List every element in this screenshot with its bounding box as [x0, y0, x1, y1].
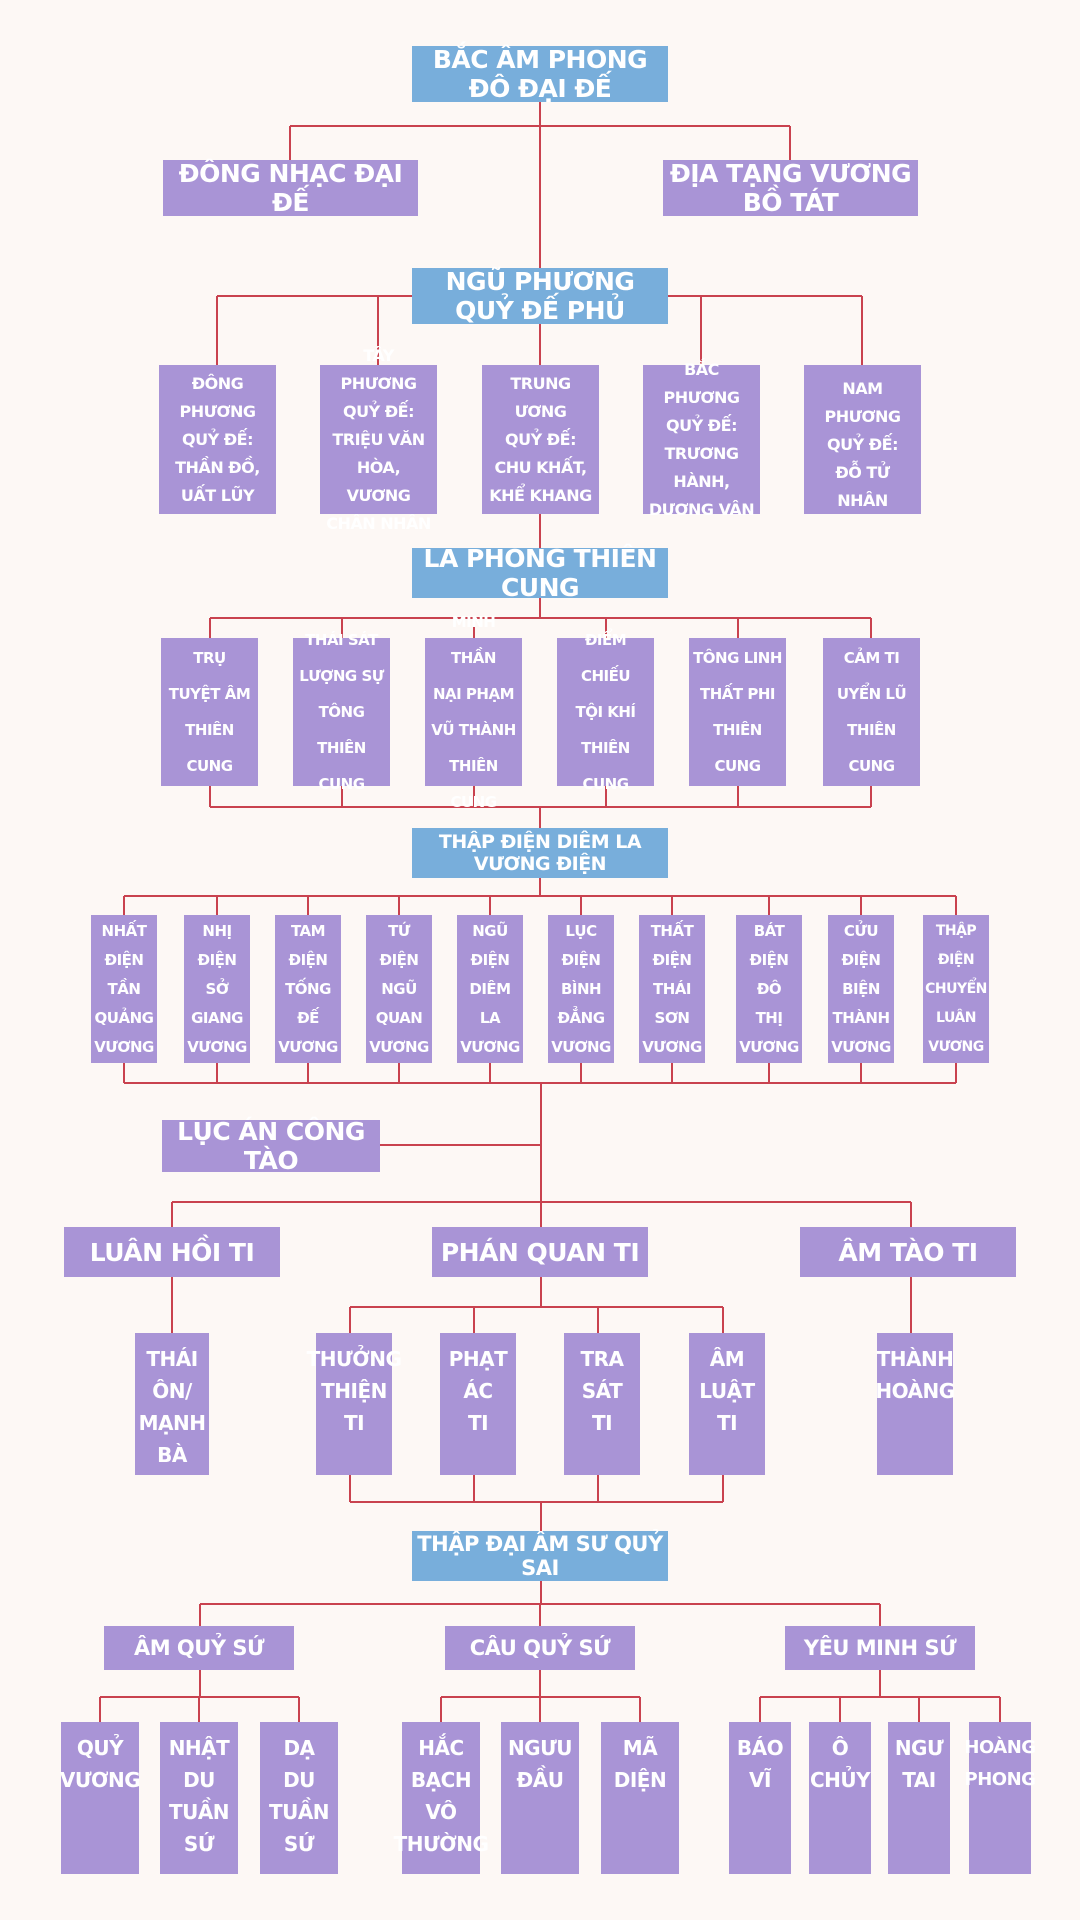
node-quy-de-nam: NAM PHƯƠNG QUỶ ĐẾ: ĐỖ TỬ NHÂN	[804, 365, 921, 514]
line-am-quy-children	[99, 1670, 300, 1722]
node-hac-bach: HẮC BẠCH VÔ THƯỜNG	[394, 1722, 489, 1874]
line-thap-dai-branch	[199, 1581, 881, 1626]
line-thap-dien-bottom	[123, 1063, 957, 1084]
node-quy-de-tay: TÂY PHƯƠNG QUỶ ĐẾ: TRIỆU VĂN HÒA, VƯƠNG …	[320, 346, 437, 533]
node-quy-de-trung: TRUNG ƯƠNG QUỶ ĐẾ: CHU KHẤT, KHỂ KHANG	[482, 365, 599, 514]
node-thai-on: THÁI ÔN/ MẠNH BÀ	[135, 1333, 209, 1475]
node-thap-dien: THẬP ĐIỆN DIÊM LA VƯƠNG ĐIỆN	[412, 828, 668, 878]
node-dong-nhac: ĐÔNG NHẠC ĐẠI ĐẾ	[163, 159, 418, 217]
line-la-phong-bottom	[209, 786, 872, 828]
node-thien-cung-6: CẢM TI UYỂN LŨ THIÊN CUNG	[823, 638, 920, 786]
node-dien-2: NHỊ ĐIỆN SỞ GIANG VƯƠNG	[184, 915, 250, 1063]
line-phan-quan-children-bottom	[349, 1475, 724, 1531]
node-ngu-phuong: NGŨ PHƯƠNG QUỶ ĐẾ PHỦ	[412, 267, 668, 325]
node-dia-tang: ĐỊA TẠNG VƯƠNG BỒ TÁT	[663, 159, 918, 217]
node-yeu-minh-su: YÊU MINH SỨ	[785, 1626, 975, 1670]
node-am-luat: ÂM LUẬT TI	[689, 1333, 765, 1475]
node-thanh-hoang: THÀNH HOÀNG	[875, 1333, 955, 1475]
node-thien-cung-3: MINH THẦN NẠI PHẠM VŨ THÀNH THIÊN CUNG	[425, 613, 522, 811]
node-dien-4: TỨ ĐIỆN NGŨ QUAN VƯƠNG	[366, 915, 432, 1063]
node-quy-de-dong: ĐÔNG PHƯƠNG QUỶ ĐẾ: THẦN ĐỒ, UẤT LŨY	[159, 365, 276, 514]
line-yeu-minh-children	[759, 1670, 1001, 1722]
line-thap-dien-top	[123, 878, 957, 915]
node-luan-hoi: LUÂN HỒI TI	[64, 1227, 280, 1277]
node-quy-de-bac: BẮC PHƯƠNG QUỶ ĐẾ: TRƯƠNG HÀNH, DƯƠNG VÂ…	[643, 360, 760, 519]
node-bac-am-phong-do: BẮC ÂM PHONG ĐÔ ĐẠI ĐẾ	[412, 45, 668, 103]
node-da-du: DẠ DU TUẦN SỨ	[260, 1722, 338, 1874]
node-hoang-phong: HOÀNG PHONG	[964, 1722, 1036, 1874]
node-dien-10: THẬP ĐIỆN CHUYỂN LUÂN VƯƠNG	[923, 915, 989, 1063]
node-am-quy-su: ÂM QUỶ SỨ	[104, 1626, 294, 1670]
node-am-tao: ÂM TÀO TI	[800, 1227, 1016, 1277]
node-dien-9: CỬU ĐIỆN BIỆN THÀNH VƯƠNG	[828, 915, 894, 1063]
node-dien-5: NGŨ ĐIỆN DIÊM LA VƯƠNG	[457, 915, 523, 1063]
node-dien-7: THẤT ĐIỆN THÁI SƠN VƯƠNG	[639, 915, 705, 1063]
node-thuong-thien: THƯỞNG THIỆN TI	[307, 1333, 402, 1475]
node-ngu-tai: NGƯ TAI	[888, 1722, 950, 1874]
node-o-chuy: Ô CHỦY	[809, 1722, 871, 1874]
node-dien-1: NHẤT ĐIỆN TẦN QUẢNG VƯƠNG	[91, 915, 157, 1063]
node-dien-3: TAM ĐIỆN TỐNG ĐẾ VƯƠNG	[275, 915, 341, 1063]
node-phat-ac: PHẠT ÁC TI	[440, 1333, 516, 1475]
connectors	[99, 102, 1001, 1722]
node-nhat-du: NHẬT DU TUẦN SỨ	[160, 1722, 238, 1874]
node-la-phong: LA PHONG THIÊN CUNG	[412, 544, 668, 602]
node-quy-vuong: QUỶ VƯƠNG	[60, 1722, 141, 1874]
node-cau-quy-su: CÂU QUỶ SỨ	[445, 1626, 635, 1670]
node-thien-cung-5: TÔNG LINH THẤT PHI THIÊN CUNG	[689, 638, 786, 786]
node-tra-sat: TRA SÁT TI	[564, 1333, 640, 1475]
node-thien-cung-4: ĐIỂM CHIẾU TỘI KHÍ THIÊN CUNG	[557, 631, 654, 793]
line-la-phong-top	[209, 598, 872, 638]
node-thien-cung-1: TRỤ TUYỆT ÂM THIÊN CUNG	[161, 638, 258, 786]
node-dien-6: LỤC ĐIỆN BÌNH ĐẲNG VƯƠNG	[548, 915, 614, 1063]
node-phan-quan: PHÁN QUAN TI	[432, 1227, 648, 1277]
node-nguu-dau: NGƯU ĐẦU	[501, 1722, 579, 1874]
line-phan-quan-children	[349, 1277, 724, 1333]
node-thien-cung-2: THÁI SÁT LƯỢNG SỰ TÔNG THIÊN CUNG	[293, 631, 390, 793]
node-luc-an: LỤC ÁN CÔNG TÀO	[162, 1117, 380, 1175]
node-dien-8: BÁT ĐIỆN ĐÔ THỊ VƯƠNG	[736, 915, 802, 1063]
line-root-branch	[289, 125, 791, 160]
line-trunk-mid	[380, 1083, 542, 1202]
node-ma-dien: MÃ DIỆN	[601, 1722, 679, 1874]
node-thap-dai: THẬP ĐẠI ÂM SƯ QUỶ SAI	[412, 1531, 668, 1581]
line-cau-quy-children	[440, 1670, 641, 1722]
node-bao-vi: BÁO VĨ	[729, 1722, 791, 1874]
